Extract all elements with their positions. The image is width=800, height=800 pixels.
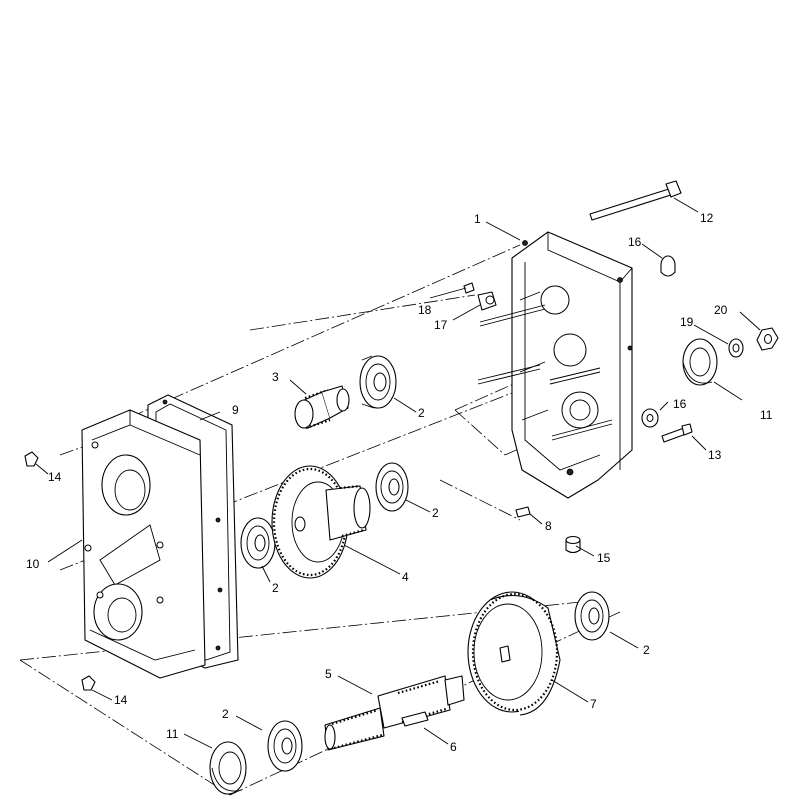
seal-11-right xyxy=(682,338,718,386)
spur-gear-7 xyxy=(467,591,561,716)
nut-20 xyxy=(756,327,779,351)
plug-16-upper xyxy=(660,255,676,277)
bolt-13 xyxy=(661,423,693,443)
callout-9: 9 xyxy=(232,403,239,417)
bearing-2-right xyxy=(574,591,610,641)
callout-5: 5 xyxy=(325,667,332,681)
callout-3: 3 xyxy=(272,370,279,384)
bolt-14-upper xyxy=(24,451,39,467)
callout-2: 2 xyxy=(432,506,439,520)
callout-12: 12 xyxy=(700,211,714,225)
callout-18: 18 xyxy=(418,303,432,317)
callout-17: 17 xyxy=(434,318,448,332)
gear-housing-1 xyxy=(477,231,633,499)
callout-11: 11 xyxy=(760,408,773,422)
callout-11: 11 xyxy=(166,727,179,741)
bearing-2-left xyxy=(240,517,276,569)
callout-4: 4 xyxy=(402,570,409,584)
bearing-2-upper xyxy=(359,355,397,409)
pinion-gear-3 xyxy=(294,385,350,430)
callout-7: 7 xyxy=(590,697,597,711)
callout-1: 1 xyxy=(474,212,481,226)
key-6 xyxy=(401,711,429,727)
leader-lines xyxy=(35,197,761,749)
bearing-2-lower xyxy=(267,720,303,772)
callout-13: 13 xyxy=(708,448,722,462)
callout-14: 14 xyxy=(114,693,128,707)
bolt-14-lower xyxy=(81,675,96,691)
callout-2: 2 xyxy=(643,643,650,657)
callout-15: 15 xyxy=(597,551,611,565)
callout-16: 16 xyxy=(628,235,642,249)
splined-shaft-5 xyxy=(324,675,465,751)
cluster-gear-4 xyxy=(271,465,371,579)
callout-8: 8 xyxy=(545,519,552,533)
callout-6: 6 xyxy=(450,740,457,754)
dowel-pin-8 xyxy=(515,506,531,518)
dowel-15 xyxy=(565,535,581,554)
plug-16-lower xyxy=(641,408,659,428)
callout-2: 2 xyxy=(418,406,425,420)
callout-16: 16 xyxy=(673,397,687,411)
callout-14: 14 xyxy=(48,470,62,484)
callout-19: 19 xyxy=(680,315,694,329)
fitting-17-18 xyxy=(463,282,497,311)
seal-11-lower xyxy=(209,741,247,795)
callout-10: 10 xyxy=(26,557,40,571)
long-bolt-12 xyxy=(589,180,682,221)
callout-20: 20 xyxy=(714,303,728,317)
callout-2: 2 xyxy=(272,581,279,595)
callout-2: 2 xyxy=(222,707,229,721)
callout-labels: 1 2 2 2 2 2 3 4 5 6 7 8 9 10 11 11 12 13… xyxy=(26,211,773,754)
cover-housing-10 xyxy=(81,409,206,679)
bearing-2-middle xyxy=(375,462,409,512)
washer-19 xyxy=(728,338,744,358)
